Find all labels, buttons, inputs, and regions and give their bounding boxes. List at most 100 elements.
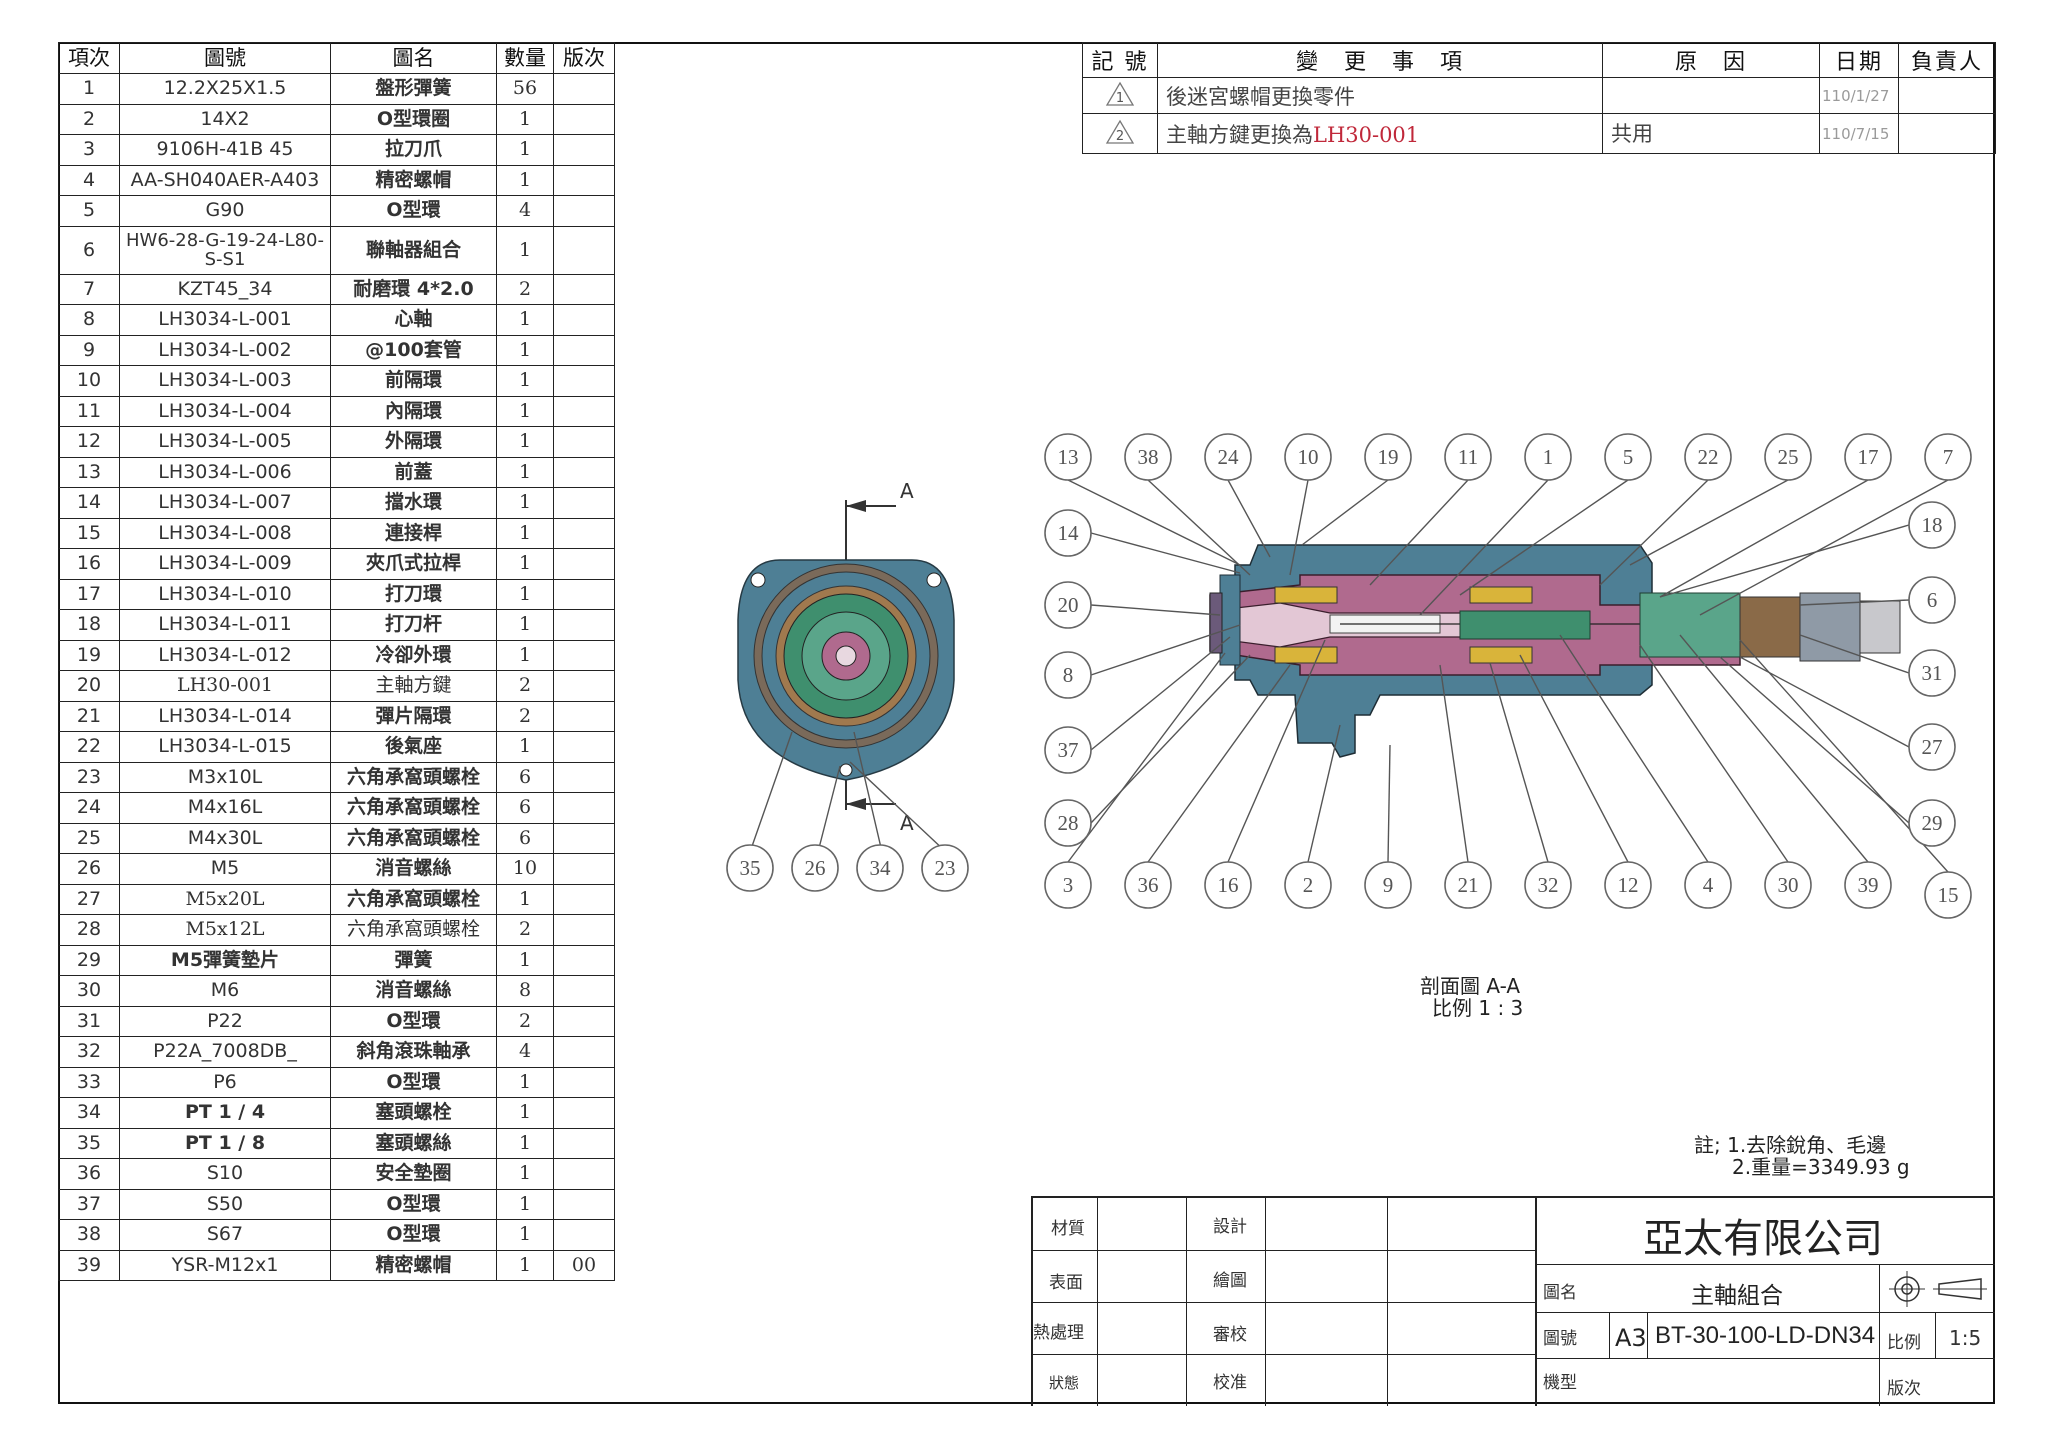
section-view xyxy=(1067,479,1949,873)
bom-part-name: O型環 xyxy=(330,1188,497,1220)
balloon-number: 21 xyxy=(1458,873,1479,897)
bom-item-no: 36 xyxy=(58,1158,120,1190)
mount-hole xyxy=(750,572,766,588)
bom-part-name: 塞頭螺栓 xyxy=(330,1097,497,1129)
bom-item-no: 1 xyxy=(58,73,120,105)
leader-lines xyxy=(1067,479,1949,873)
bom-item-no: 38 xyxy=(58,1219,120,1251)
bom-revision xyxy=(553,273,615,305)
balloon-number: 31 xyxy=(1922,661,1943,685)
revision-change: 後迷宮螺帽更換零件 xyxy=(1157,77,1603,114)
bom-quantity: 2 xyxy=(496,273,554,305)
balloon-number: 10 xyxy=(1298,445,1319,469)
balloon-number: 16 xyxy=(1218,873,1239,897)
bom-quantity: 1 xyxy=(496,731,554,763)
leader-line xyxy=(1659,524,1910,598)
bom-part-number: LH3034-L-008 xyxy=(119,517,331,549)
bom-quantity: 1 xyxy=(496,487,554,519)
bom-part-name: 內隔環 xyxy=(330,395,497,427)
bearing-front-bottom xyxy=(1274,646,1338,664)
revision-change: 主軸方鍵更換為LH30-001 xyxy=(1157,113,1603,154)
section-balloon: 17 xyxy=(1844,433,1892,481)
material-label: 材質 xyxy=(1051,1219,1085,1239)
bom-revision xyxy=(553,164,615,196)
bom-part-name: 精密螺帽 xyxy=(330,1249,497,1281)
disc-springs xyxy=(1459,610,1591,640)
balloon-circle xyxy=(1124,433,1172,481)
section-balloon: 4 xyxy=(1684,861,1732,909)
leader-line xyxy=(1090,636,1231,751)
bom-part-name: @100套管 xyxy=(330,334,497,366)
bom-part-number: M4x30L xyxy=(119,822,331,854)
bom-item-no: 9 xyxy=(58,334,120,366)
balloon-number: 5 xyxy=(1623,445,1634,469)
bom-quantity: 6 xyxy=(496,792,554,824)
leader-line xyxy=(1147,664,1291,863)
bom-revision xyxy=(553,975,615,1007)
version-label: 版次 xyxy=(1887,1379,1921,1399)
balloon-circle xyxy=(1908,501,1956,549)
balloon-number: 15 xyxy=(1938,883,1959,907)
bom-item-no: 33 xyxy=(58,1066,120,1098)
revision-owner xyxy=(1898,113,1996,154)
section-balloon: 7 xyxy=(1924,433,1972,481)
bom-revision xyxy=(553,395,615,427)
bom-revision xyxy=(553,487,615,519)
leader-line xyxy=(1799,599,1910,606)
leader-line xyxy=(1519,654,1629,863)
front-balloon: 34 xyxy=(856,844,904,892)
bom-part-number: M3x10L xyxy=(119,761,331,793)
balloon-number: 36 xyxy=(1138,873,1159,897)
bom-quantity: 6 xyxy=(496,761,554,793)
state-label: 狀態 xyxy=(1049,1374,1080,1392)
bom-item-no: 30 xyxy=(58,975,120,1007)
balloon-number: 13 xyxy=(1058,445,1079,469)
bom-quantity: 1 xyxy=(496,1127,554,1159)
balloon-circle xyxy=(1764,433,1812,481)
bom-revision xyxy=(553,134,615,166)
balloon-circle xyxy=(1604,861,1652,909)
bom-part-number: LH3034-L-001 xyxy=(119,304,331,336)
bom-item-no: 26 xyxy=(58,853,120,885)
bom-revision xyxy=(553,639,615,671)
leader-line xyxy=(1369,479,1469,586)
section-label-bottom: A xyxy=(900,811,914,835)
bom-part-number: P6 xyxy=(119,1066,331,1098)
revision-triangle-icon: 1 xyxy=(1105,81,1135,106)
balloon-number: 17 xyxy=(1858,445,1879,469)
bom-part-name: 主軸方鍵 xyxy=(330,670,497,702)
bom-quantity: 1 xyxy=(496,164,554,196)
bom-item-no: 22 xyxy=(58,731,120,763)
bom-quantity: 1 xyxy=(496,103,554,135)
drawing-name-label: 圖名 xyxy=(1543,1283,1577,1303)
section-balloon: 3 xyxy=(1044,861,1092,909)
section-balloon: 6 xyxy=(1908,576,1956,624)
bom-revision xyxy=(553,334,615,366)
draw-label: 繪圖 xyxy=(1213,1271,1247,1291)
mount-hole xyxy=(839,763,853,777)
scale-value: 1:5 xyxy=(1949,1326,1982,1350)
balloon-circle xyxy=(1444,433,1492,481)
bom-part-name: O型環 xyxy=(330,1005,497,1037)
bom-item-no: 18 xyxy=(58,609,120,641)
bom-quantity: 1 xyxy=(496,395,554,427)
revision-mark: 2 xyxy=(1116,129,1124,144)
bom-item-no: 29 xyxy=(58,944,120,976)
bom-revision xyxy=(553,103,615,135)
bom-part-number: LH30-001 xyxy=(119,670,331,702)
bom-item-no: 12 xyxy=(58,426,120,458)
bom-quantity: 1 xyxy=(496,1066,554,1098)
bom-revision xyxy=(553,456,615,488)
revision-change-part: LH30-001 xyxy=(1313,122,1420,147)
bom-item-no: 34 xyxy=(58,1097,120,1129)
rev-mark-cell: 2 xyxy=(1082,113,1158,154)
caption-scale: 比例 1 : 3 xyxy=(1432,996,1524,1020)
revision-change-text: 後迷宮螺帽更換零件 xyxy=(1166,84,1355,109)
